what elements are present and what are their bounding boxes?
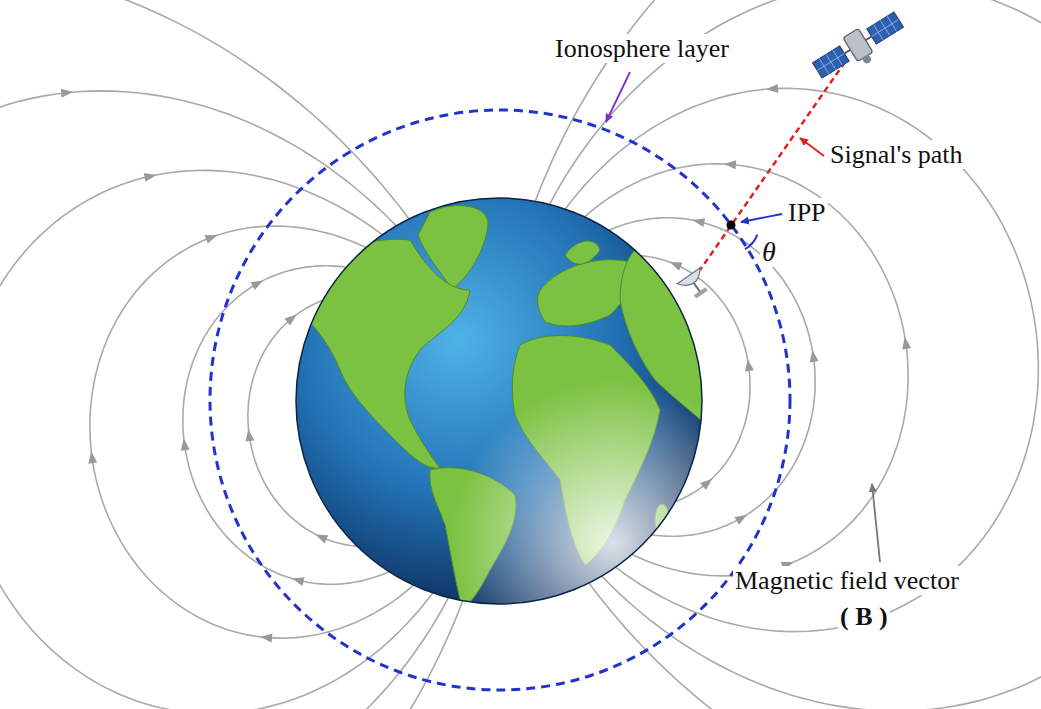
- field-arrow: [88, 451, 97, 464]
- field-arrow: [251, 280, 264, 290]
- leader-line: [872, 484, 880, 562]
- theta-arc: [745, 235, 757, 250]
- receiver-dish: [677, 268, 713, 303]
- vector-symbol: ( B ): [838, 602, 890, 631]
- label-anchor: IPP: [786, 198, 828, 228]
- field-arrow: [766, 84, 778, 93]
- signal-path: [700, 62, 845, 270]
- label-anchor: θ: [760, 236, 778, 268]
- field-arrow: [181, 438, 190, 451]
- earth-glare: [296, 198, 702, 604]
- layer-label: Ionosphere layer: [553, 34, 731, 63]
- leader-line: [800, 138, 824, 156]
- field-arrow: [260, 634, 272, 643]
- dish-mast: [694, 283, 700, 292]
- field-arrow: [734, 515, 747, 525]
- angle-symbol: θ: [760, 236, 778, 267]
- earth-ocean: [296, 198, 702, 604]
- field-arrow: [205, 235, 218, 243]
- field-arrow: [246, 429, 255, 442]
- leader-line: [606, 72, 630, 122]
- dish: [677, 268, 705, 291]
- satellite: [810, 8, 910, 89]
- ipp-dot: [727, 221, 736, 230]
- point-label: IPP: [786, 198, 828, 227]
- field-label: Magnetic field vector: [733, 566, 961, 595]
- dish-base: [694, 287, 708, 298]
- field-arrow: [902, 337, 911, 350]
- field-arrow: [144, 173, 157, 182]
- panel-grid: [813, 12, 904, 78]
- label-anchor: ( B ): [838, 602, 890, 632]
- leader-line: [741, 214, 782, 222]
- field-arrow: [724, 160, 736, 169]
- field-arrow: [284, 314, 296, 325]
- label-anchor: Signal's path: [828, 140, 965, 170]
- field-arrow: [292, 577, 305, 586]
- satellite-antenna: [861, 54, 872, 65]
- earth: [290, 198, 712, 608]
- label-anchor: Magnetic field vector: [733, 566, 961, 596]
- earth-outline: [296, 198, 702, 604]
- path-label: Signal's path: [828, 140, 965, 169]
- label-anchor: Ionosphere layer: [553, 34, 731, 64]
- field-arrow: [61, 89, 73, 98]
- field-arrow: [810, 350, 819, 363]
- field-arrow: [700, 479, 712, 490]
- field-arrow: [745, 359, 754, 372]
- ionosphere-circle: [210, 110, 790, 690]
- field-arrow: [316, 534, 329, 543]
- field-arrow: [693, 218, 706, 227]
- field-arrow: [670, 262, 683, 271]
